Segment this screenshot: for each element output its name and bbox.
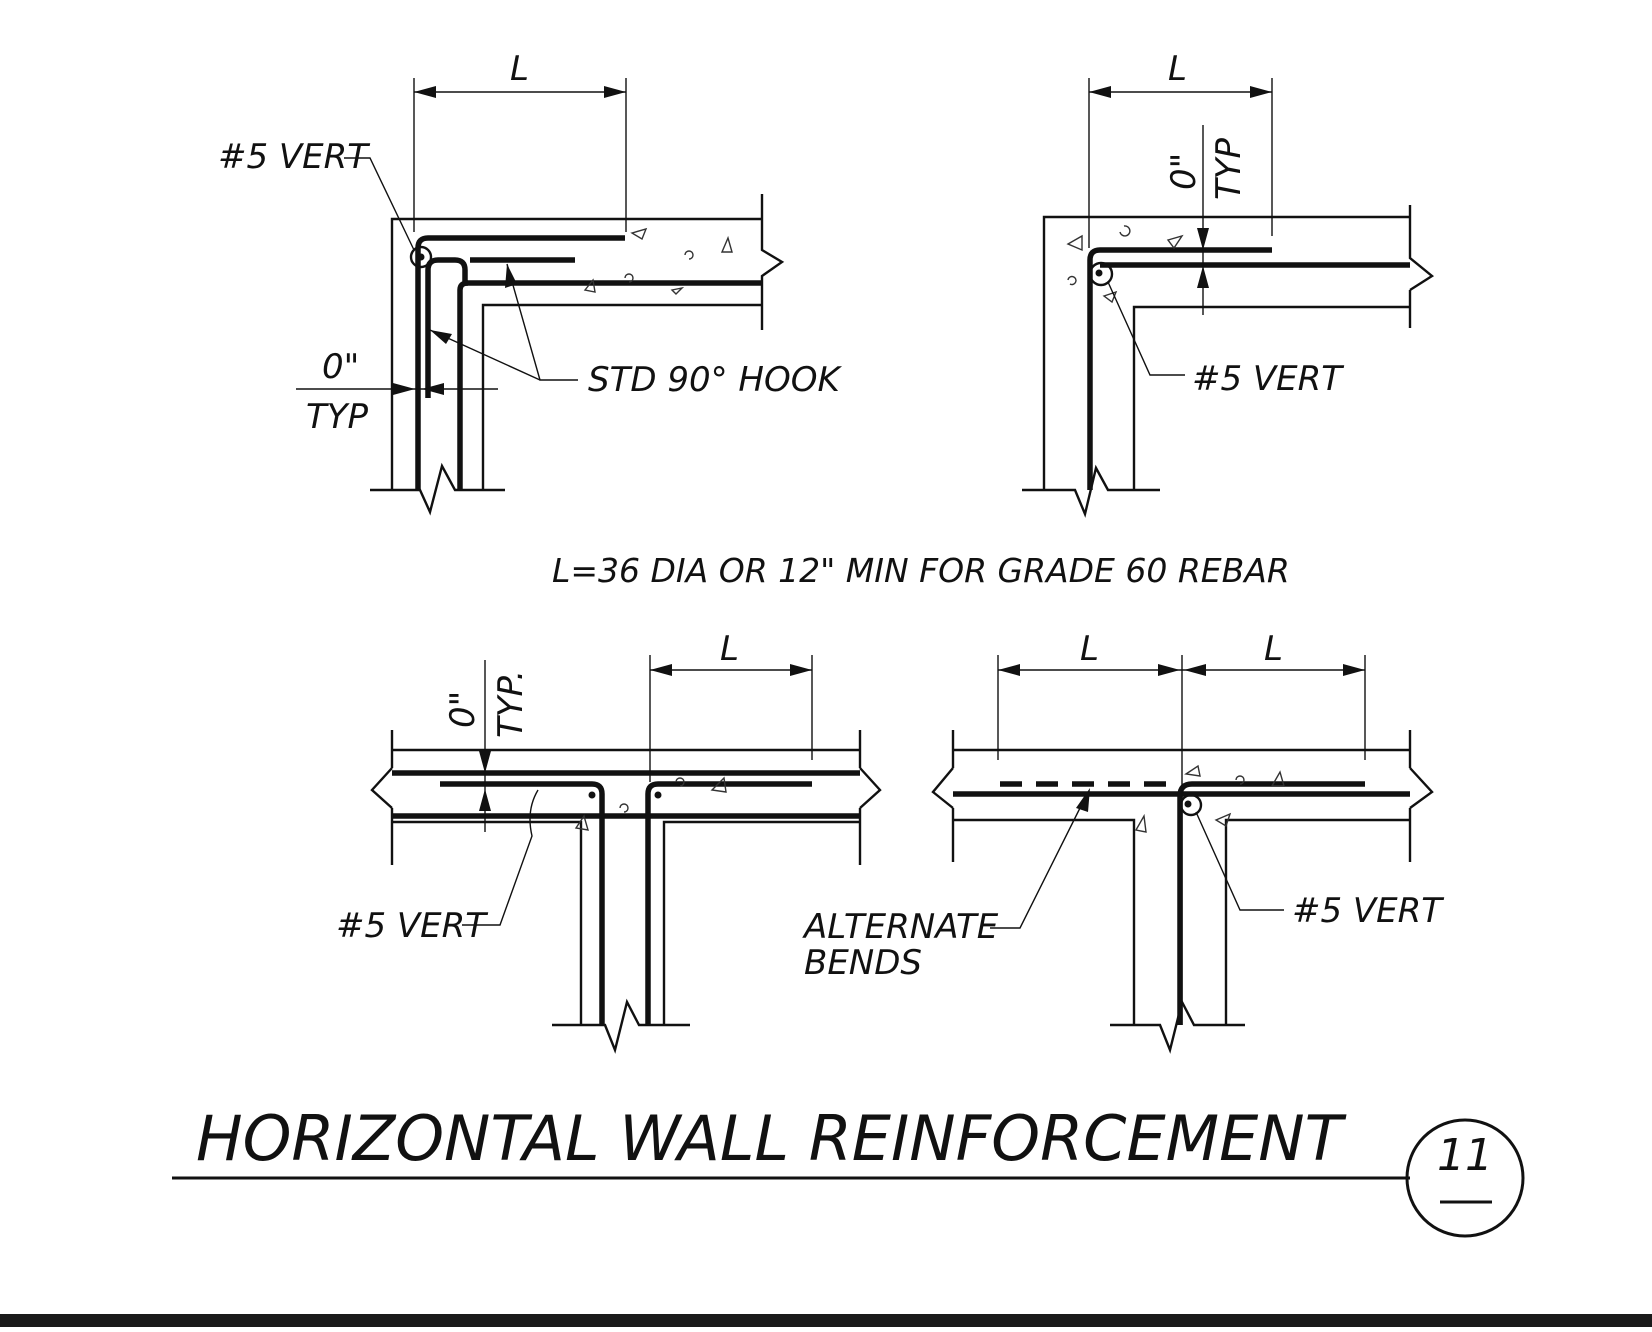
rebar-lap-bent xyxy=(1087,247,1272,490)
clearance-value: 0" xyxy=(1164,153,1204,190)
rebar-hook-left xyxy=(440,781,605,1025)
sheet-border-bar xyxy=(0,1314,1652,1327)
clearance-value: 0" xyxy=(322,347,359,387)
break-line-bottom xyxy=(552,998,690,1054)
rebar-bent-right xyxy=(1177,781,1365,1025)
vert-bar-label: #5 VERT xyxy=(218,137,370,177)
development-length-note: L=36 DIA OR 12" MIN FOR GRADE 60 REBAR xyxy=(552,551,1290,590)
break-line-bottom xyxy=(1110,998,1245,1054)
break-line-bottom xyxy=(370,462,505,516)
wall-outline-outer xyxy=(1042,215,1410,490)
vert-bar-dot xyxy=(1095,269,1103,277)
rebar-inner-face xyxy=(457,280,469,490)
clearance-value: 0" xyxy=(443,691,483,728)
break-line-bottom xyxy=(1022,464,1160,518)
rebar-hooked-face xyxy=(425,257,762,398)
vert-bar-label: #5 VERT xyxy=(1192,359,1344,399)
vert-bar-circle xyxy=(409,245,433,269)
rebar-hook-right xyxy=(645,781,812,1025)
alternate-bends-label: ALTERNATE xyxy=(802,907,999,947)
break-line-right xyxy=(859,767,882,809)
detail-corner-hooked: L #5 VERT 0" TYP STD 90° HOOK xyxy=(218,49,843,516)
break-line-left xyxy=(931,767,954,809)
break-line-right xyxy=(1409,767,1434,809)
vert-bar-dot xyxy=(1184,800,1192,808)
vert-bar-label: #5 VERT xyxy=(336,906,488,946)
wall-outline-inner xyxy=(1132,305,1410,490)
drawing-title: HORIZONTAL WALL REINFORCEMENT xyxy=(196,1102,1347,1175)
detail-tag: 11 xyxy=(1405,1118,1525,1238)
wall-outline-inner xyxy=(481,303,762,490)
break-line-left xyxy=(370,767,393,809)
hook-label: STD 90° HOOK xyxy=(588,360,843,400)
detail-number: 11 xyxy=(1437,1130,1493,1181)
alternate-bends-label: BENDS xyxy=(804,943,922,983)
clearance-note: TYP xyxy=(306,397,369,437)
detail-corner-lap: L 0" TYP #5 VERT xyxy=(1022,49,1435,518)
dim-label-l: L xyxy=(510,49,529,89)
detail-tee-alternate: L L ALTERNATE BENDS #5 VERT xyxy=(802,629,1444,1054)
break-line-right xyxy=(1408,240,1435,292)
dim-label-l: L xyxy=(1168,49,1187,89)
detail-tee-hooked: L 0" TYP. #5 VERT xyxy=(336,629,882,1054)
clearance-note: TYP xyxy=(1209,137,1249,200)
vert-bar-label: #5 VERT xyxy=(1292,891,1444,931)
clearance-note: TYP. xyxy=(491,670,531,738)
wall-outline-outer xyxy=(390,217,762,490)
vert-bar-circle xyxy=(1088,261,1114,287)
dim-label-l: L xyxy=(1080,629,1099,669)
dim-label-l: L xyxy=(1264,629,1283,669)
vert-bar-dot xyxy=(417,253,425,261)
dim-label-l: L xyxy=(720,629,739,669)
break-line-right xyxy=(760,230,785,295)
vert-bar-circle xyxy=(1179,793,1203,817)
